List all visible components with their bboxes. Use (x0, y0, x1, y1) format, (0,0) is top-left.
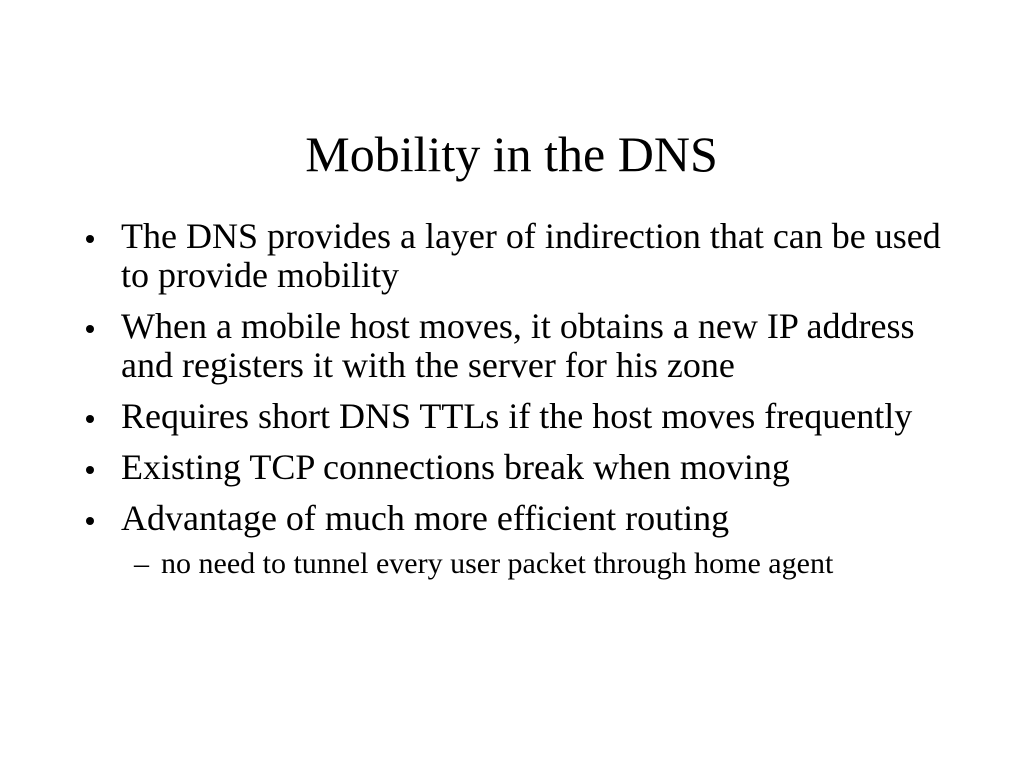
bullet-text: When a mobile host moves, it obtains a n… (121, 306, 915, 385)
bullet-item: Existing TCP connections break when movi… (82, 448, 952, 487)
bullet-text: The DNS provides a layer of indirection … (121, 216, 941, 295)
sub-bullet-text: no need to tunnel every user packet thro… (161, 547, 834, 580)
bullet-item: Advantage of much more efficient routing… (82, 499, 952, 581)
bullet-list: The DNS provides a layer of indirection … (82, 217, 952, 593)
slide-title: Mobility in the DNS (305, 126, 718, 182)
bullet-text: Requires short DNS TTLs if the host move… (121, 396, 913, 436)
bullet-dot-icon (86, 235, 94, 243)
bullet-dot-icon (86, 415, 94, 423)
sub-bullet-item: – no need to tunnel every user packet th… (121, 546, 952, 581)
dash-marker-icon: – (134, 547, 149, 580)
bullet-item: Requires short DNS TTLs if the host move… (82, 397, 952, 436)
bullet-item: When a mobile host moves, it obtains a n… (82, 307, 952, 385)
sub-bullet-list: – no need to tunnel every user packet th… (121, 546, 952, 581)
bullet-item: The DNS provides a layer of indirection … (82, 217, 952, 295)
bullet-text: Advantage of much more efficient routing (121, 498, 730, 538)
bullet-text: Existing TCP connections break when movi… (121, 447, 790, 487)
bullet-dot-icon (86, 466, 94, 474)
bullet-dot-icon (86, 517, 94, 525)
bullet-dot-icon (86, 325, 94, 333)
